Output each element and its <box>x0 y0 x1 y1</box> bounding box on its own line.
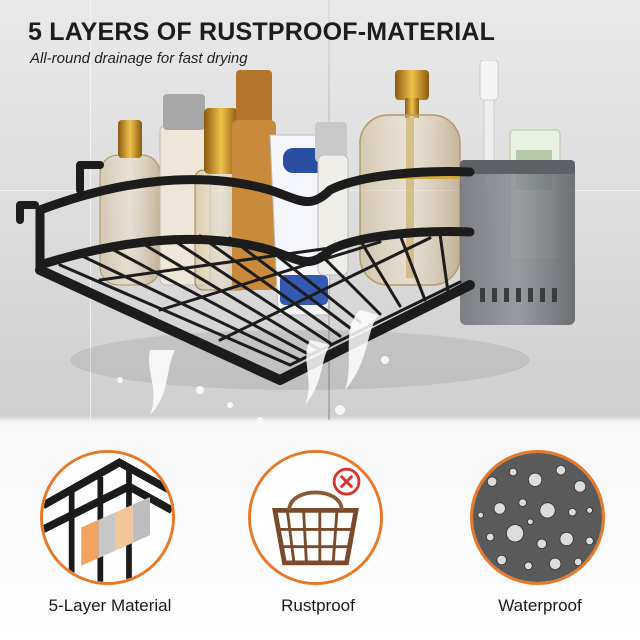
toothbrush-cup <box>460 160 575 325</box>
layered-material-icon <box>40 450 175 585</box>
corner-shelf-illustration <box>16 60 575 423</box>
subline: All-round drainage for fast drying <box>30 50 248 67</box>
feature-label: Waterproof <box>498 596 582 615</box>
toothbrush <box>479 60 499 191</box>
feature-5-layer-material: 5-Layer Material <box>30 450 190 630</box>
headline: 5 LAYERS OF RUSTPROOF-MATERIAL <box>28 18 496 46</box>
feature-rustproof: Rustproof <box>238 450 398 630</box>
rusty-basket-icon <box>248 450 383 585</box>
water-splash <box>117 310 389 423</box>
water-droplets-icon <box>470 450 605 585</box>
feature-waterproof: Waterproof <box>460 450 620 630</box>
feature-label: 5-Layer Material <box>48 596 172 615</box>
corner-shelf-frame <box>16 161 475 385</box>
feature-label: Rustproof <box>281 596 355 615</box>
tile-grout-line <box>90 0 91 420</box>
